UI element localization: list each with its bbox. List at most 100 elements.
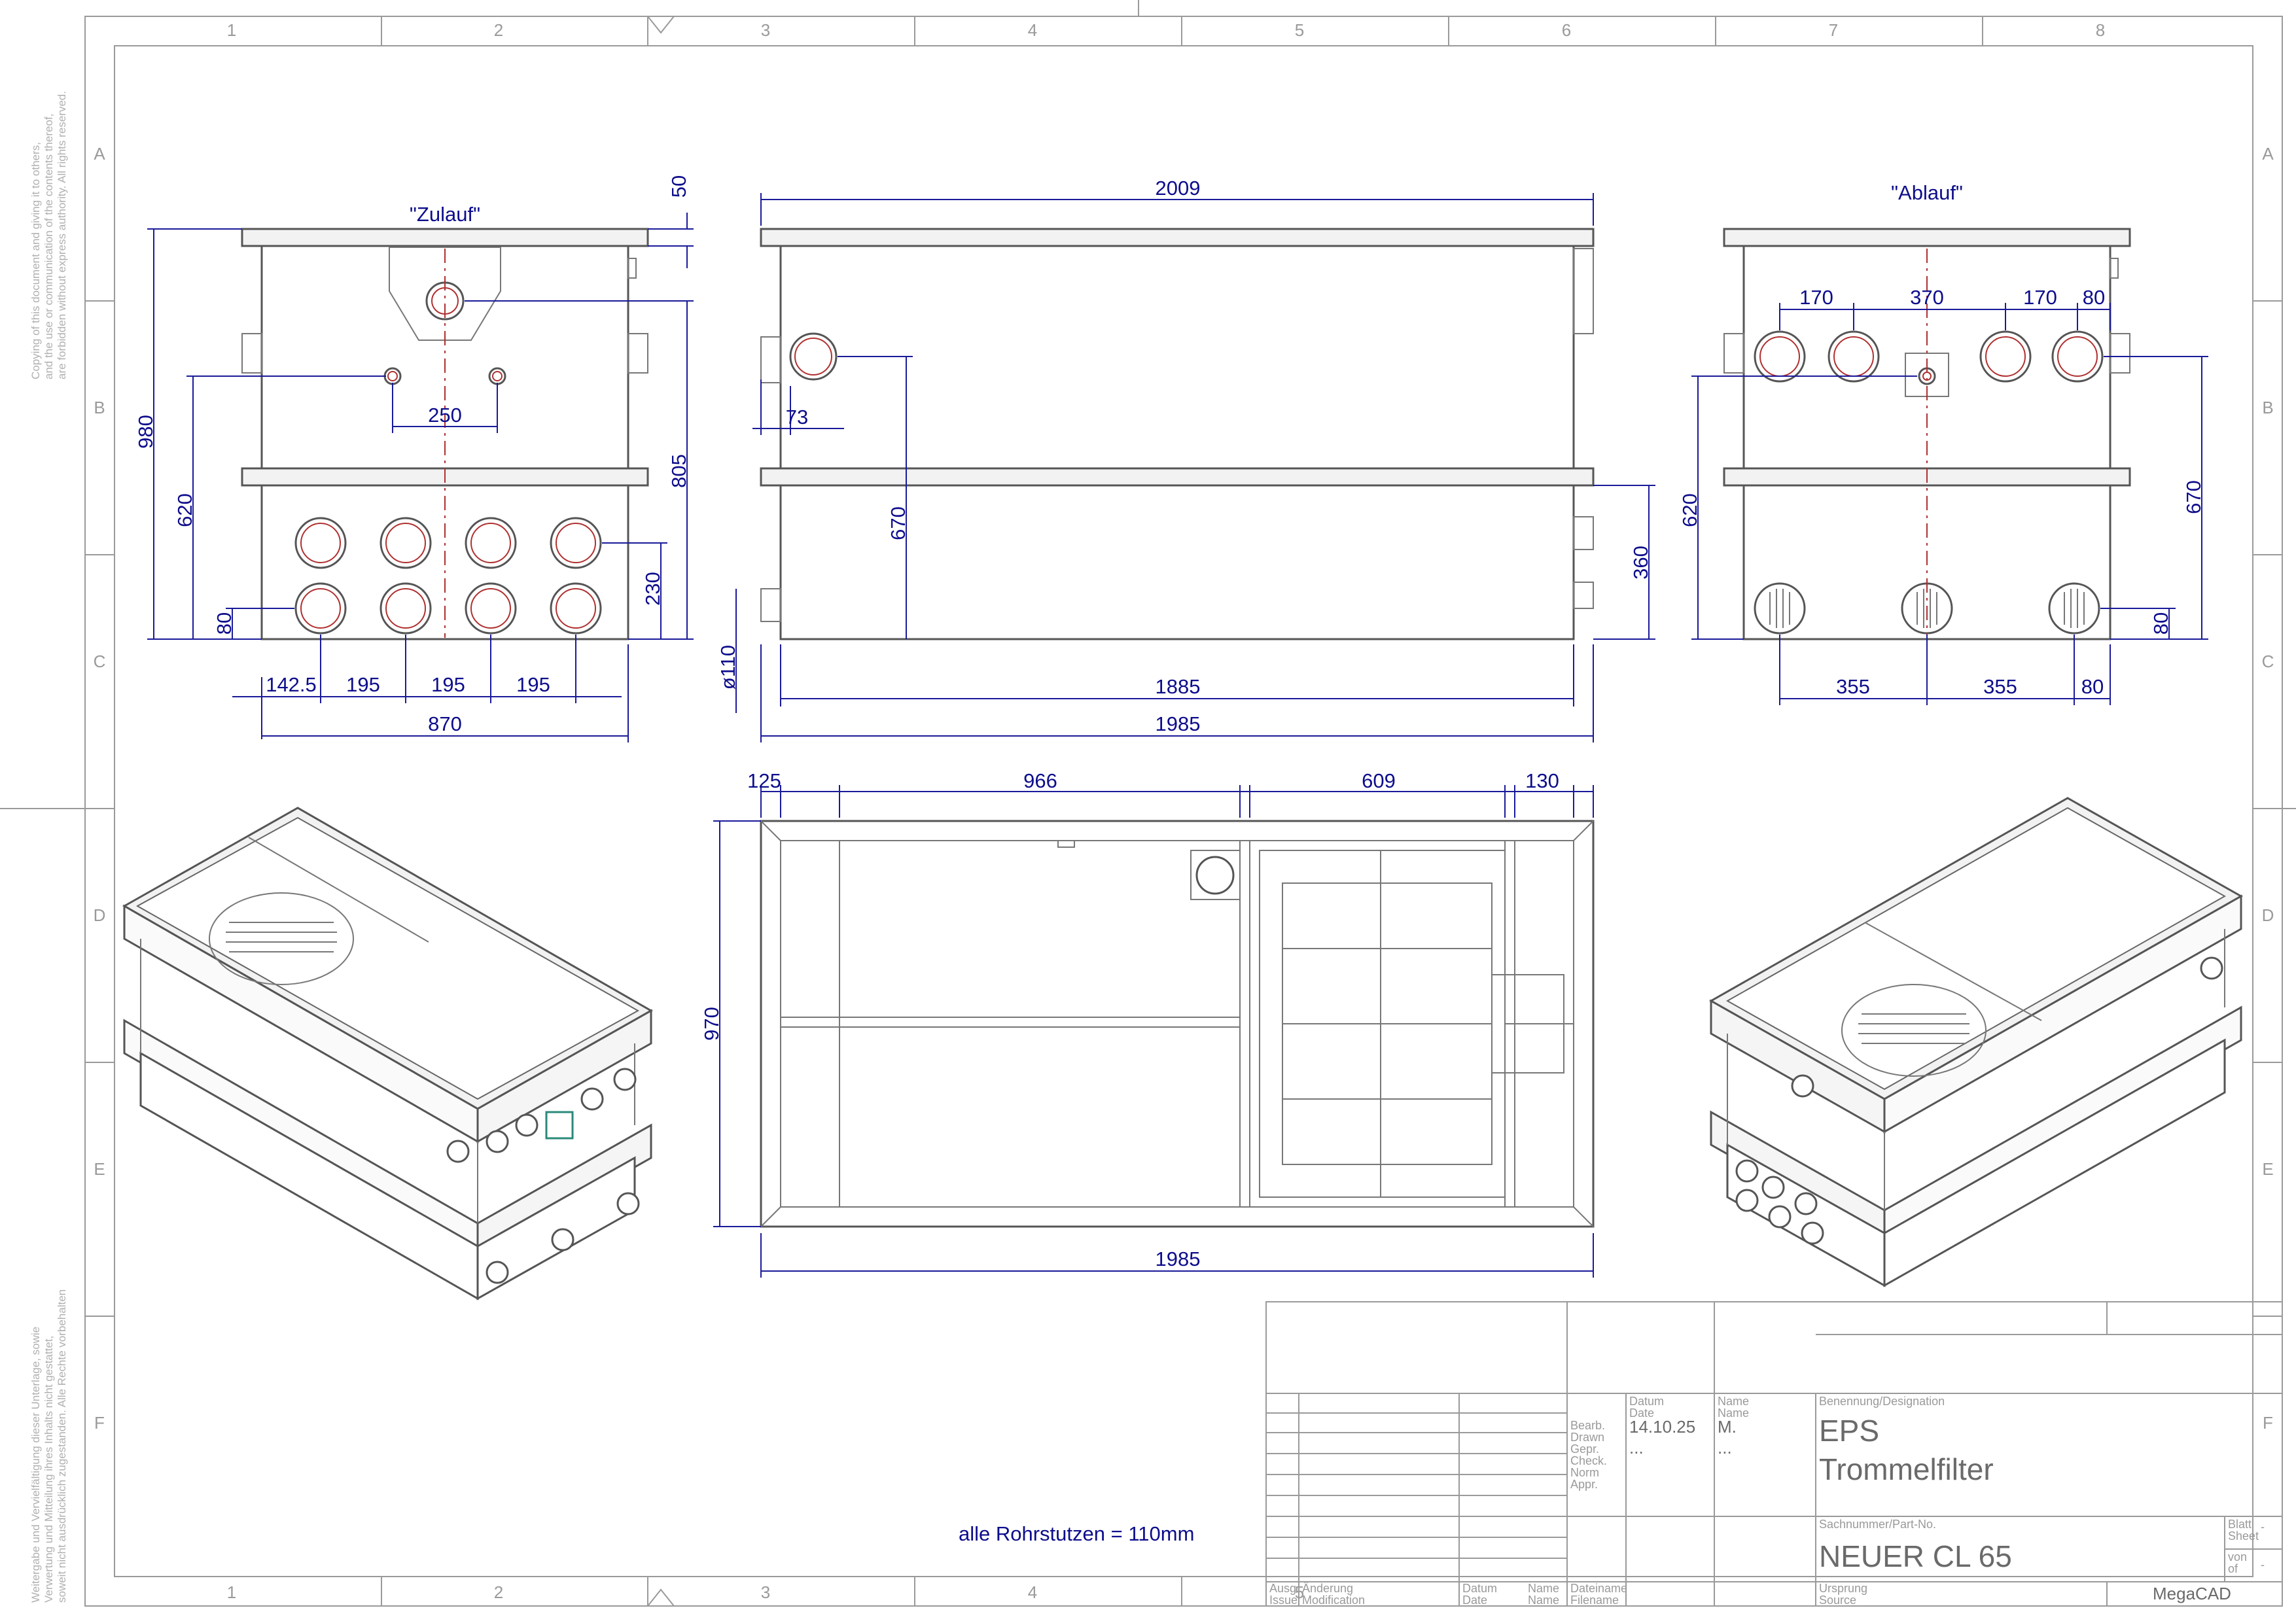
frame-row-label: C — [2262, 652, 2274, 671]
tb-designation-line1: EPS — [1819, 1414, 1879, 1448]
dim-side-pipe-height: 670 — [887, 506, 910, 540]
dim-plan-depth: 970 — [700, 1007, 723, 1041]
frame-row-label: F — [94, 1413, 105, 1433]
view-zulauf: "Zulauf" — [134, 175, 694, 742]
tb-row-bearb: Bearb. — [1570, 1419, 1605, 1432]
dim-zulauf-right-height: 805 — [667, 454, 690, 488]
frame-column-label: 1 — [227, 20, 236, 40]
dim-side-length: 1985 — [1156, 712, 1201, 735]
frame-row-label: E — [94, 1159, 105, 1179]
frame-column-label: 5 — [1295, 20, 1304, 40]
dim-zulauf-pitch1: 195 — [346, 673, 380, 696]
view-plan: 125 966 609 130 970 1985 — [700, 769, 1595, 1278]
side-top-rim — [760, 228, 1595, 247]
frame-row-label: B — [94, 398, 105, 417]
tb-col-date: Date — [1629, 1406, 1654, 1420]
dim-zulauf-height-total: 980 — [134, 415, 157, 449]
tb-sheet-value: - — [2261, 1520, 2265, 1533]
tb-ursprung: Ursprung — [1819, 1582, 1867, 1595]
tb-of-value: - — [2261, 1558, 2265, 1571]
dim-zulauf-row-gap: 230 — [641, 572, 664, 606]
dim-plan-length: 1985 — [1156, 1248, 1201, 1270]
dim-zulauf-pitch3: 195 — [516, 673, 550, 696]
frame-column-label: 4 — [1028, 20, 1037, 40]
dim-ablauf-d3: 170 — [2023, 286, 2057, 309]
frame-column-label: 6 — [1562, 20, 1571, 40]
tb-check-date: ... — [1629, 1438, 1644, 1457]
tb-issue: Issue — [1269, 1594, 1298, 1607]
view-ablauf: "Ablauf" — [1678, 181, 2208, 705]
dim-side-length-top: 2009 — [1156, 177, 1201, 200]
dim-plan-p1: 125 — [747, 769, 781, 792]
tb-name-b2: Name — [1528, 1594, 1559, 1607]
inlet-flange — [389, 247, 501, 341]
copyright-de-line2: Verwertung und Mitteilung ihres Inhalts … — [43, 1336, 55, 1603]
top-rim — [241, 228, 649, 247]
front-pipes — [294, 517, 602, 635]
tb-sheet-label1: Blatt — [2228, 1518, 2252, 1531]
tb-filename: Filename — [1570, 1594, 1619, 1607]
copyright-notice-de: Weitergabe und Vervielfältigung dieser U… — [29, 1289, 68, 1603]
view-title-zulauf: "Zulauf" — [410, 203, 480, 226]
tb-source: Source — [1819, 1594, 1856, 1607]
frame-column-label: 2 — [494, 1582, 503, 1602]
copyright-en-line3: are forbidden without express authority.… — [56, 91, 68, 379]
tb-name-b: Name — [1528, 1582, 1559, 1595]
tb-col-datum: Datum — [1629, 1395, 1664, 1408]
dim-zulauf-width: 870 — [428, 712, 462, 735]
dim-side-right-height: 360 — [1629, 546, 1652, 580]
dim-ablauf-b1: 355 — [1836, 675, 1870, 698]
inner-border — [114, 45, 2253, 1577]
dim-ablauf-d2: 370 — [1910, 286, 1944, 309]
frame-row-label: C — [94, 652, 106, 671]
drain-grilles — [1769, 589, 2085, 628]
iso-view-right — [1708, 797, 2244, 1287]
tb-of-label1: von — [2228, 1550, 2247, 1563]
tb-part-value: NEUER CL 65 — [1819, 1539, 2012, 1573]
dim-zulauf-height-bottom: 80 — [213, 612, 236, 635]
dim-zulauf-top-lip: 50 — [667, 175, 690, 198]
plan-outer — [760, 820, 1595, 1228]
frame-column-label: 3 — [761, 1582, 770, 1602]
dim-plan-p3: 609 — [1362, 769, 1396, 792]
tb-datum-b: Datum — [1462, 1582, 1497, 1595]
frame-column-label: 4 — [1028, 1582, 1037, 1602]
copyright-de-line3: soweit nicht ausdrücklich zugestanden. A… — [56, 1289, 68, 1603]
tb-row-appr: Appr. — [1570, 1478, 1598, 1491]
frame-row-label: E — [2262, 1159, 2273, 1179]
frame-row-label: A — [94, 144, 105, 164]
dim-side-pipe-dia: ø110 — [716, 645, 739, 689]
tb-of-label2: of — [2228, 1562, 2238, 1575]
copyright-en-line2: and the use or communication of the cont… — [43, 114, 55, 379]
tb-software: MegaCAD — [2153, 1584, 2231, 1603]
dim-zulauf-spacing: 250 — [428, 404, 462, 427]
title-block: Datum Date Name Name Bearb. Drawn Gepr. … — [1265, 1301, 2283, 1607]
dim-ablauf-bottom-right: 80 — [2149, 612, 2172, 635]
tb-row-gepr: Gepr. — [1570, 1442, 1599, 1456]
frame-column-label: 7 — [1829, 20, 1838, 40]
dim-plan-p2: 966 — [1023, 769, 1057, 792]
tb-col-name: Name — [1718, 1395, 1749, 1408]
copyright-en-line1: Copying of this document and giving it t… — [29, 142, 42, 379]
tb-aenderung: Änderung — [1302, 1582, 1353, 1595]
tb-sheet-label2: Sheet — [2228, 1529, 2259, 1543]
frame-row-label: D — [2262, 905, 2274, 925]
tb-name-value: M. — [1718, 1417, 1737, 1437]
dim-ablauf-height-left: 620 — [1678, 493, 1701, 527]
copyright-de-line1: Weitergabe und Vervielfältigung dieser U… — [29, 1327, 42, 1603]
tb-dateiname: Dateiname — [1570, 1582, 1627, 1595]
frame-column-label: 8 — [2096, 20, 2105, 40]
dim-ablauf-b2: 355 — [1983, 675, 2017, 698]
frame-row-label: D — [94, 905, 106, 925]
frame-column-label: 1 — [227, 1582, 236, 1602]
tb-part-label: Sachnummer/Part-No. — [1819, 1518, 1936, 1531]
frame-column-label: 3 — [761, 20, 770, 40]
frame-column-label: 2 — [494, 20, 503, 40]
dim-zulauf-left-offset: 142.5 — [266, 673, 317, 696]
drum-filter — [1259, 850, 1574, 1198]
frame-row-label: A — [2262, 144, 2274, 164]
dim-ablauf-d1: 170 — [1799, 286, 1833, 309]
tb-row-check: Check. — [1570, 1454, 1607, 1467]
